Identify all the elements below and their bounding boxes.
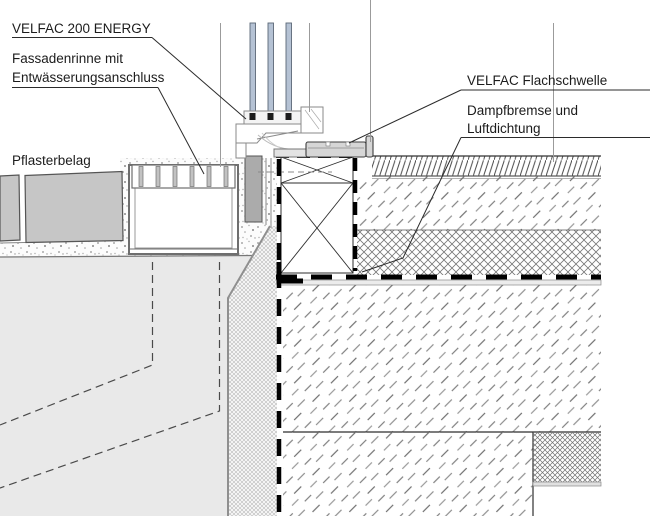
edge-support-block	[244, 155, 272, 228]
label-dampfbremse-line1: Dampfbremse und	[467, 103, 578, 118]
leader-fassadenrinne	[157, 87, 205, 175]
glazing-gasket	[267, 113, 274, 120]
label-dampfbremse-line2: Luftdichtung	[467, 121, 541, 136]
labels: VELFAC 200 ENERGY Fassadenrinne mit Entw…	[12, 21, 607, 168]
glazing-gasket	[249, 113, 256, 120]
floor-top-screed-layer	[372, 155, 601, 179]
foundation-wall	[283, 432, 534, 516]
slab-edge-insulation	[532, 432, 602, 487]
window-frame	[235, 106, 324, 159]
threshold-insulation-block	[258, 156, 354, 274]
paving-stones	[0, 170, 124, 244]
window-glazing	[249, 22, 292, 117]
leader-velfac-energy	[151, 37, 247, 120]
leader-dampfbremse	[361, 137, 462, 273]
label-fassadenrinne-line2: Entwässerungsanschluss	[12, 70, 165, 85]
perimeter-drainage-board	[227, 225, 277, 516]
excavation-dashed-lines	[0, 262, 221, 489]
facade-drainage-channel	[128, 164, 239, 255]
glazing-gasket	[285, 113, 292, 120]
channel-grate	[131, 164, 236, 189]
annotation-lines	[12, 37, 650, 273]
floor-screed-layer	[357, 176, 601, 230]
concrete-slab	[283, 285, 601, 433]
reference-lines	[220, 0, 554, 167]
label-pflasterbelag: Pflasterbelag	[12, 153, 91, 168]
ground-soil	[0, 254, 258, 516]
label-flachschwelle: VELFAC Flachschwelle	[467, 73, 607, 88]
leader-flachschwelle	[348, 89, 462, 144]
label-velfac-energy: VELFAC 200 ENERGY	[12, 21, 151, 36]
threshold-profile	[273, 135, 374, 158]
floor-insulation-layer	[357, 229, 601, 275]
membrane-double-line	[276, 279, 602, 286]
label-fassadenrinne-line1: Fassadenrinne mit	[12, 51, 123, 66]
